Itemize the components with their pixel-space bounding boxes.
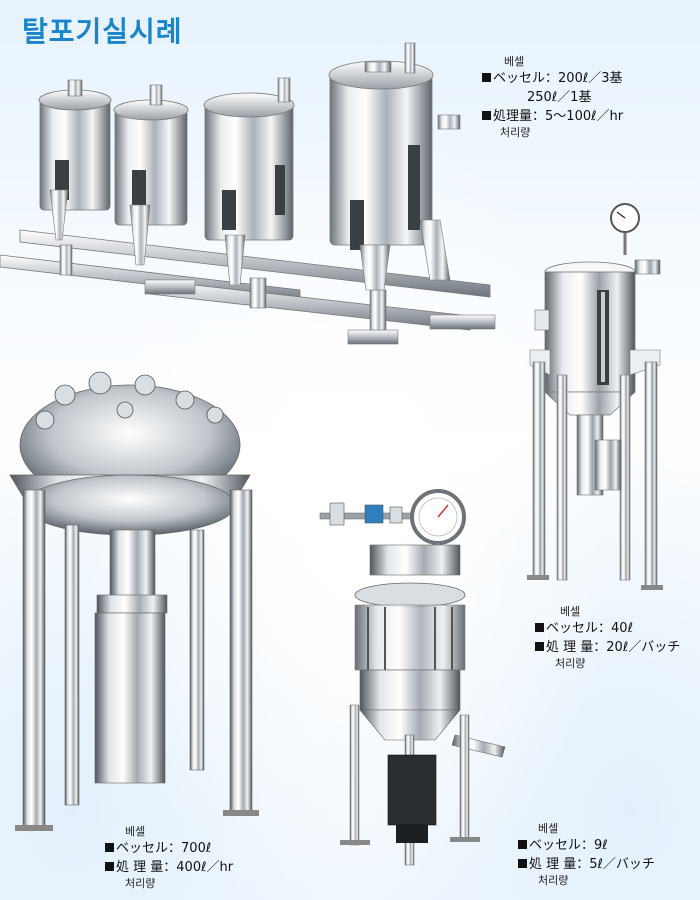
four-tank-deaerator-photo — [0, 40, 500, 360]
bullet-square-icon — [105, 843, 114, 852]
bullet-square-icon — [105, 862, 114, 871]
bullet-square-icon — [518, 840, 527, 849]
motor-icon — [387, 754, 437, 826]
process-label: 処 理 量 — [116, 860, 164, 875]
korean-vessel-label: 베셀 — [560, 605, 581, 618]
frame-rails — [0, 229, 496, 345]
vessel-value: 700ℓ — [181, 841, 212, 856]
tank-2 — [113, 84, 189, 266]
caption-example-2: 베셀 ベッセル：40ℓ 処 理 量：20ℓ／バッチ 처리량 — [535, 605, 680, 671]
blue-valve-icon — [364, 504, 384, 524]
vessel-value: 200ℓ／3基 — [558, 71, 623, 86]
vessel-label: ベッセル — [546, 621, 599, 636]
caption-example-3: 베셀 ベッセル：700ℓ 処 理 量：400ℓ／hr 처리량 — [105, 825, 233, 891]
700l-deaerator-photo — [5, 355, 270, 835]
korean-process-label: 처리량 — [555, 657, 586, 670]
page-title: 탈포기실시례 — [22, 15, 183, 48]
bullet-square-icon — [535, 623, 544, 632]
vessel-label: ベッセル — [529, 838, 582, 853]
caption-example-1: 베셀 ベッセル：200ℓ／3基 250ℓ／1基 処理量：5～100ℓ／hr 처리… — [482, 55, 623, 140]
process-value: 5～100ℓ／hr — [545, 109, 624, 124]
bullet-square-icon — [535, 642, 544, 651]
vessel-label: ベッセル — [116, 841, 169, 856]
korean-process-label: 처리량 — [125, 877, 156, 890]
tank-4 — [328, 42, 461, 291]
caption-example-4: 베셀 ベッセル：9ℓ 処 理 量：5ℓ／バッチ 처리량 — [518, 822, 655, 888]
process-value: 400ℓ／hr — [176, 860, 234, 875]
korean-vessel-label: 베셀 — [504, 55, 525, 68]
process-value: 5ℓ／バッチ — [589, 857, 655, 872]
bullet-square-icon — [482, 111, 491, 120]
tank-1 — [38, 79, 112, 241]
bullet-square-icon — [518, 859, 527, 868]
vessel-label: ベッセル — [493, 71, 546, 86]
process-value: 20ℓ／バッチ — [606, 640, 681, 655]
process-label: 処 理 量 — [546, 640, 594, 655]
korean-vessel-label: 베셀 — [538, 822, 559, 835]
process-label: 処 理 量 — [529, 857, 577, 872]
vessel-value: 9ℓ — [594, 838, 608, 853]
korean-process-label: 처리량 — [500, 126, 531, 139]
vessel-value: 40ℓ — [611, 621, 633, 636]
tank-3 — [203, 77, 295, 286]
9l-deaerator-photo — [310, 485, 520, 870]
40l-deaerator-photo — [515, 200, 695, 595]
process-label: 処理量 — [493, 109, 533, 124]
vessel-value-2: 250ℓ／1基 — [527, 90, 592, 105]
korean-process-label: 처리량 — [538, 874, 569, 887]
korean-vessel-label: 베셀 — [125, 825, 146, 838]
bullet-square-icon — [482, 73, 491, 82]
